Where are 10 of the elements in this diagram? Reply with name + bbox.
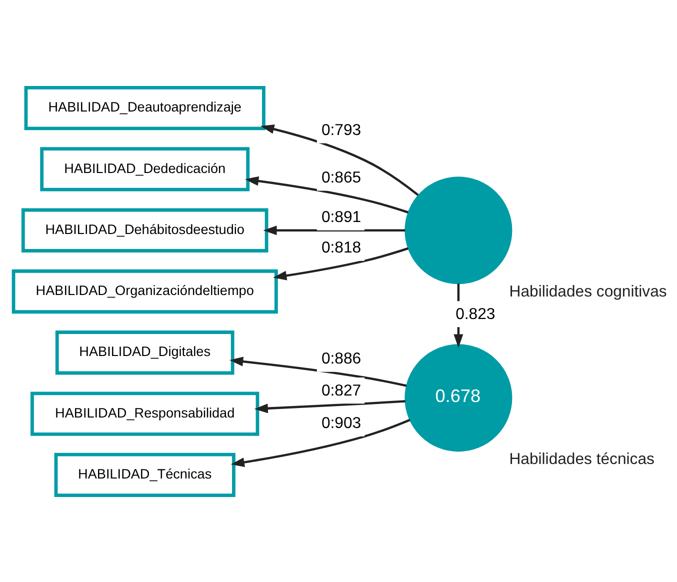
- edge-label: 0:903: [320, 414, 361, 432]
- edge-label: 0:827: [320, 382, 361, 399]
- edge-label: 0:865: [320, 168, 361, 186]
- edge-label: 0:793: [320, 121, 361, 138]
- edge-label: 0.823: [455, 305, 495, 322]
- edge-label: 0:886: [320, 350, 361, 368]
- node-label: Habilidades técnicas: [508, 450, 654, 468]
- edge-label: 0:891: [320, 208, 361, 226]
- node-label: Habilidades cognitivas: [508, 282, 666, 300]
- edge-label: 0:818: [320, 239, 361, 256]
